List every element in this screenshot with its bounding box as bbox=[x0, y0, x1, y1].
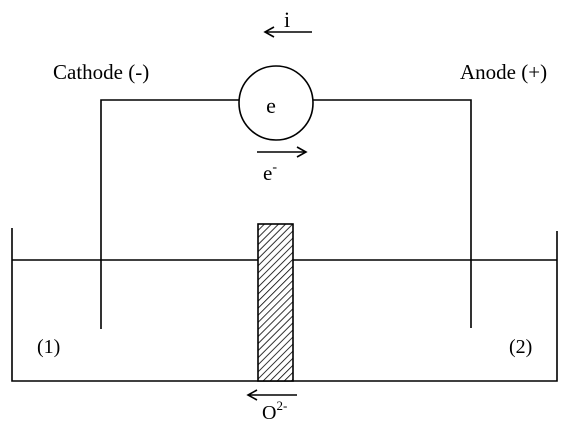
anode-label: Anode (+) bbox=[460, 60, 547, 84]
compartment-left-label: (1) bbox=[37, 336, 60, 358]
ion-arrow bbox=[246, 389, 297, 401]
current-arrow bbox=[263, 26, 312, 38]
cathode-wire bbox=[100, 99, 240, 329]
separator-membrane bbox=[257, 223, 294, 382]
cathode-label: Cathode (-) bbox=[53, 60, 149, 84]
compartment-right-label: (2) bbox=[509, 336, 532, 358]
source-circle bbox=[238, 65, 314, 141]
anode-wire bbox=[313, 99, 472, 328]
source-label: e bbox=[266, 93, 276, 118]
electron-arrow bbox=[257, 146, 308, 158]
ion-label: O2- bbox=[262, 398, 287, 423]
electron-label: e- bbox=[263, 160, 277, 185]
current-label: i bbox=[284, 7, 290, 32]
